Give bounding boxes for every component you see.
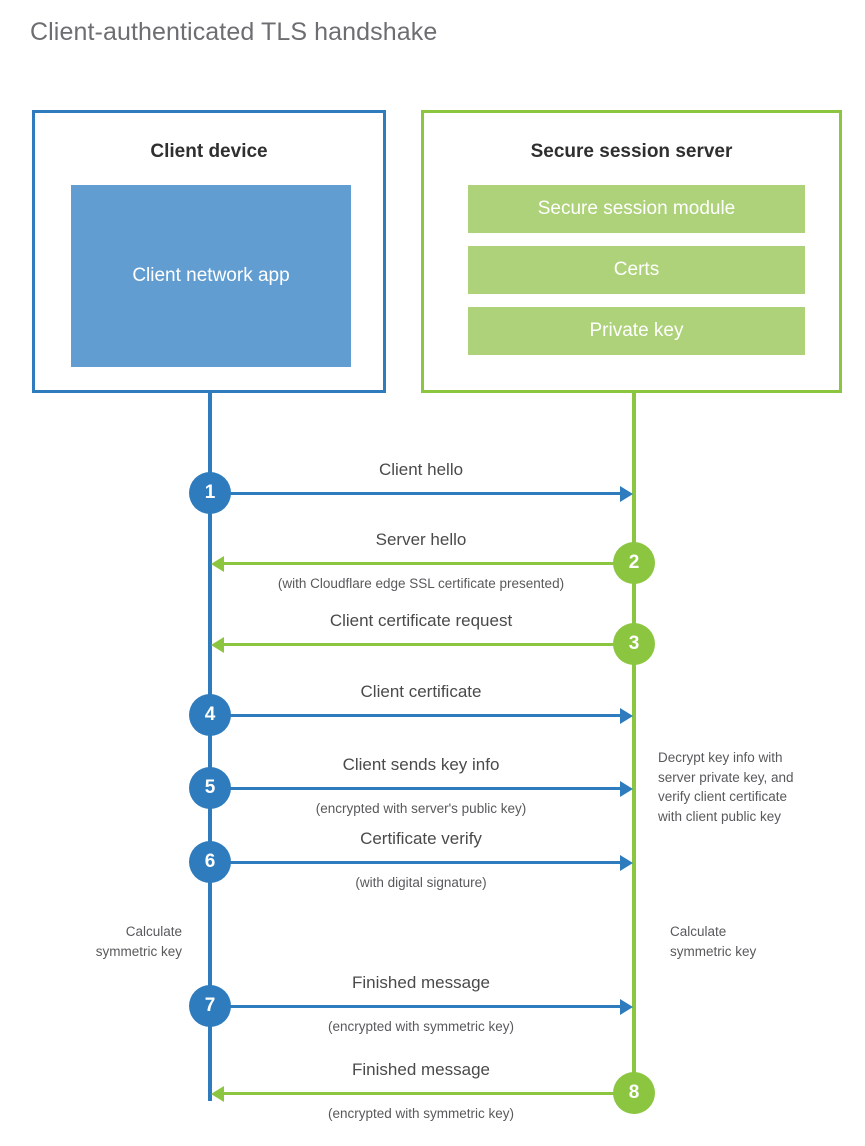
step-8-arrow-shaft	[224, 1092, 634, 1095]
step-5-badge[interactable]: 5	[189, 767, 231, 809]
step-3-label: Client certificate request	[329, 611, 513, 630]
step-2-badge[interactable]: 2	[613, 542, 655, 584]
server-decrypt-line1: Decrypt key info with	[658, 750, 783, 765]
step-4-arrowhead-right	[620, 708, 633, 724]
step-1-label: Client hello	[378, 460, 464, 479]
step-7-arrowhead-right	[620, 999, 633, 1015]
step-6-sublabel: (with digital signature)	[355, 875, 487, 890]
secure-session-server-box: Secure session server Secure session mod…	[421, 110, 842, 393]
step-8-sublabel: (encrypted with symmetric key)	[327, 1106, 515, 1121]
step-7-label: Finished message	[352, 973, 490, 992]
server-calculate-symmetric-key-annotation: Calculate symmetric key	[670, 922, 860, 961]
client-app-label-line2: app	[257, 265, 290, 287]
server-module-list: Secure session module Certs Private key	[468, 185, 805, 355]
step-2-label: Server hello	[375, 530, 467, 549]
step-6-label: Certificate verify	[360, 829, 482, 848]
client-calc-line2: symmetric key	[95, 943, 182, 959]
server-calc-line1: Calculate	[670, 924, 727, 939]
step-3-badge[interactable]: 3	[613, 623, 655, 665]
step-4-arrow-shaft	[210, 714, 620, 717]
server-decrypt-annotation: Decrypt key info with server private key…	[658, 748, 858, 826]
step-2-arrow-shaft	[224, 562, 634, 565]
step-5-sublabel: (encrypted with server's public key)	[315, 801, 527, 816]
step-1-badge[interactable]: 1	[189, 472, 231, 514]
step-3-arrowhead-left	[211, 637, 224, 653]
step-5-arrow-shaft	[210, 787, 620, 790]
step-7-badge[interactable]: 7	[189, 985, 231, 1027]
step-7-sublabel: (encrypted with symmetric key)	[327, 1019, 515, 1034]
step-2-arrowhead-left	[211, 556, 224, 572]
step-6-arrowhead-right	[620, 855, 633, 871]
step-5-arrowhead-right	[620, 781, 633, 797]
server-module-certs: Certs	[468, 246, 805, 294]
server-decrypt-line2: server private key, and	[658, 769, 794, 785]
client-calc-line1: Calculate	[125, 924, 182, 939]
step-1-arrowhead-right	[620, 486, 633, 502]
step-8-badge[interactable]: 8	[613, 1072, 655, 1114]
client-device-box: Client device Client network app	[32, 110, 386, 393]
step-4-label: Client certificate	[360, 682, 482, 701]
step-2-sublabel: (with Cloudflare edge SSL certificate pr…	[277, 576, 565, 591]
step-8-label: Finished message	[352, 1060, 490, 1079]
step-3-arrow-shaft	[224, 643, 634, 646]
server-module-private-key: Private key	[468, 307, 805, 355]
step-8-arrowhead-left	[211, 1086, 224, 1102]
client-lifeline	[208, 391, 212, 1101]
page-title: Client-authenticated TLS handshake	[30, 18, 438, 46]
client-network-app-block: Client network app	[71, 185, 351, 367]
server-decrypt-line4: with client public key	[658, 808, 782, 824]
step-6-badge[interactable]: 6	[189, 841, 231, 883]
server-module-secure-session-module: Secure session module	[468, 185, 805, 233]
client-calculate-symmetric-key-annotation: Calculate symmetric key	[0, 922, 182, 961]
server-lifeline	[632, 391, 636, 1093]
client-device-title: Client device	[150, 141, 268, 162]
server-calc-line2: symmetric key	[670, 943, 757, 959]
step-5-label: Client sends key info	[342, 755, 500, 774]
server-decrypt-line3: verify client certificate	[658, 789, 788, 805]
step-4-badge[interactable]: 4	[189, 694, 231, 736]
step-6-arrow-shaft	[210, 861, 620, 864]
step-1-arrow-shaft	[210, 492, 620, 495]
secure-session-server-title: Secure session server	[530, 141, 733, 162]
step-7-arrow-shaft	[210, 1005, 620, 1008]
client-app-label-line1: Client network	[132, 265, 253, 287]
